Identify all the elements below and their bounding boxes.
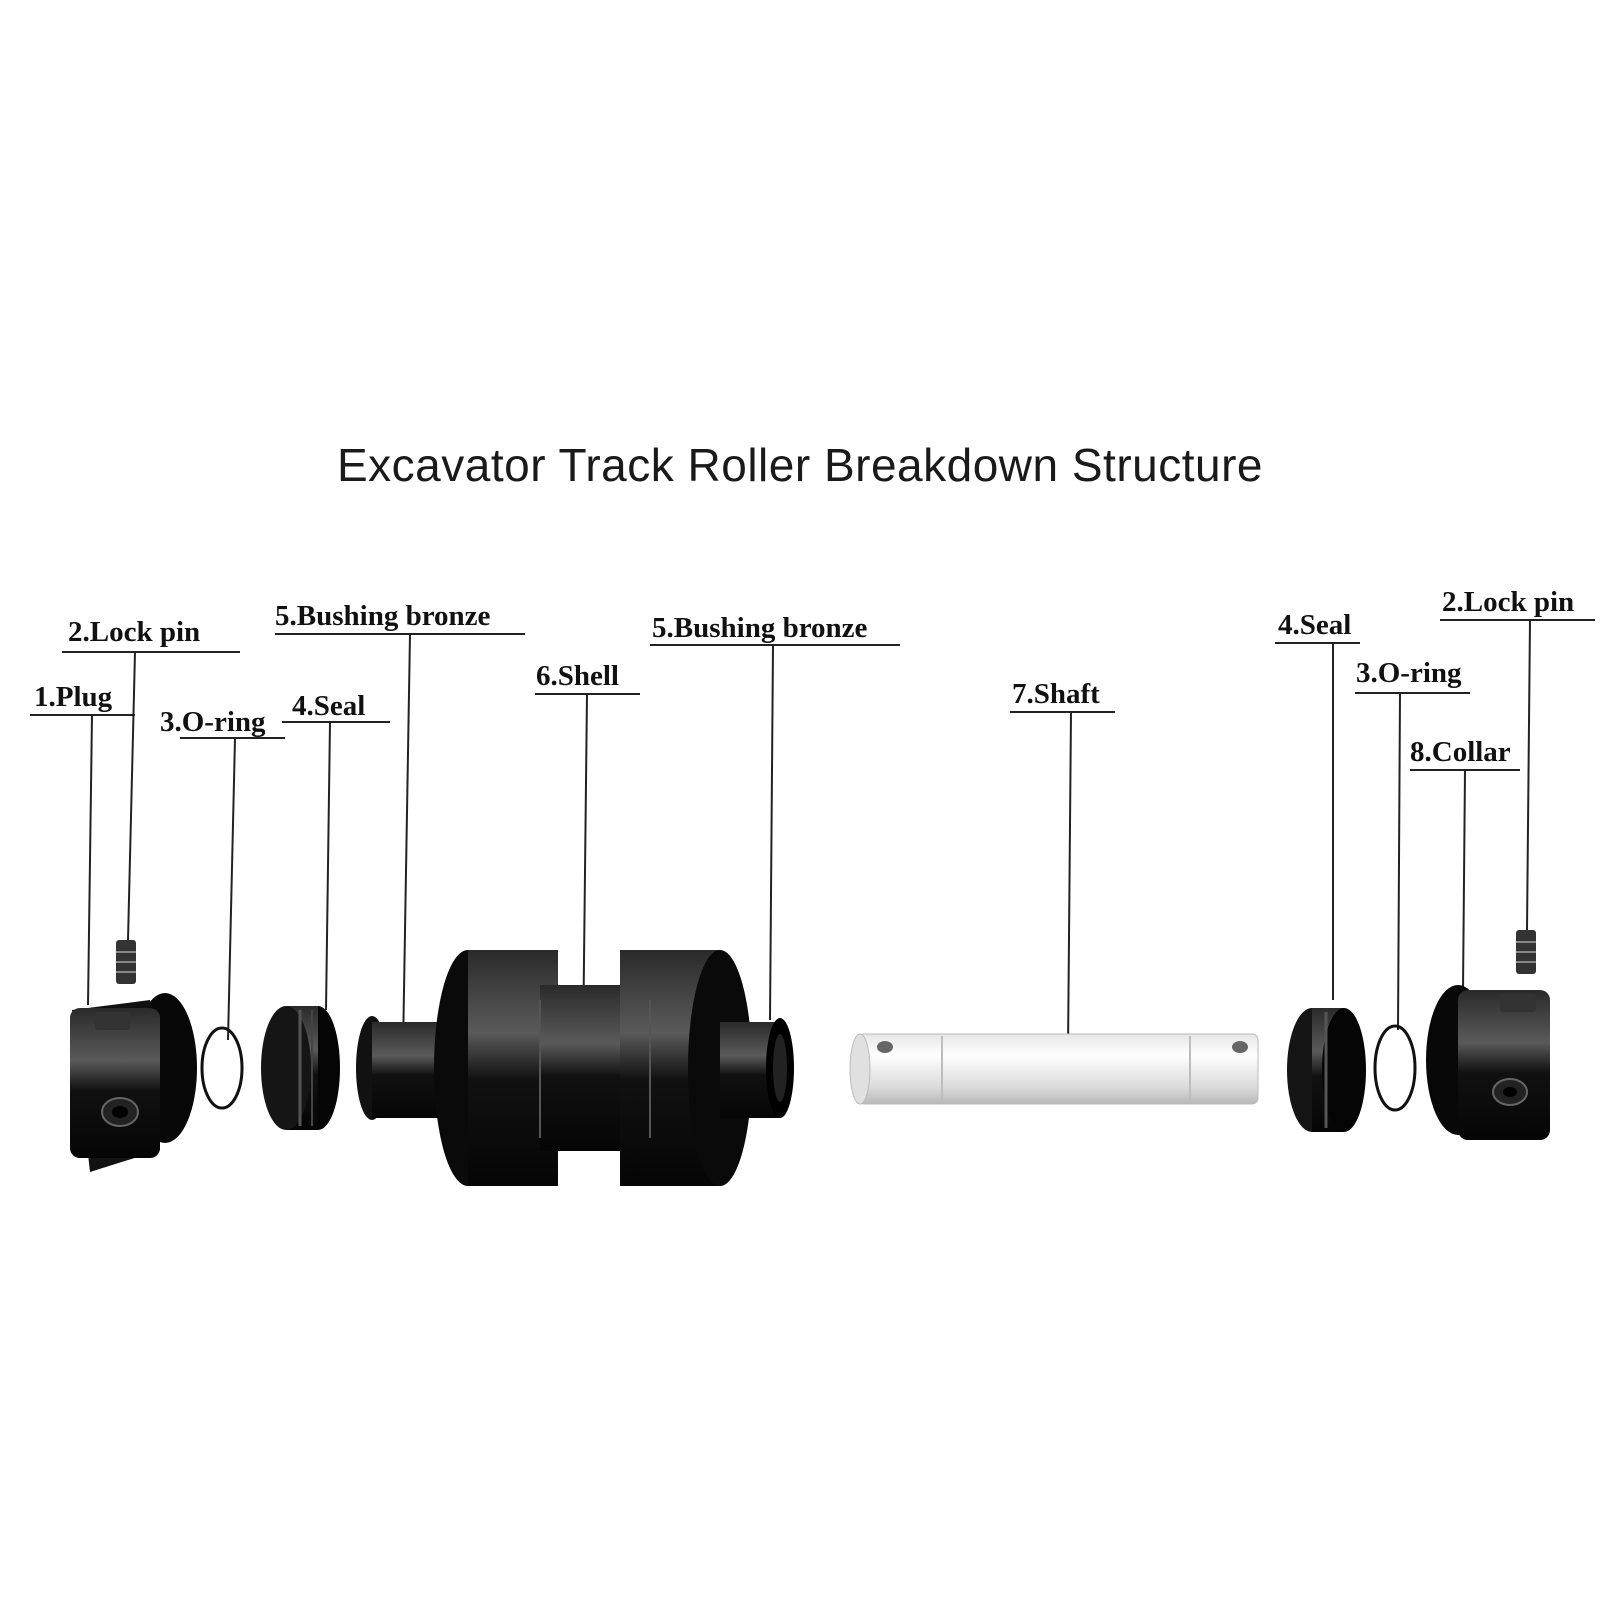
label-seal-left: 4.Seal — [292, 690, 366, 722]
label-shaft: 7.Shaft — [1012, 678, 1100, 710]
label-collar: 8.Collar — [1410, 736, 1511, 768]
leader-lines — [30, 619, 1595, 1051]
label-plug: 1.Plug — [34, 681, 113, 713]
label-bushing-right: 5.Bushing bronze — [652, 612, 868, 644]
shaft-part — [849, 1033, 1259, 1105]
label-lock-pin-left: 2.Lock pin — [68, 616, 201, 648]
oring-left-part — [200, 1026, 244, 1110]
shell-part — [356, 950, 794, 1186]
label-oring-left: 3.O-ring — [160, 706, 266, 738]
collar-part — [1426, 985, 1550, 1140]
diagram-title: Excavator Track Roller Breakdown Structu… — [336, 439, 1264, 491]
label-seal-right: 4.Seal — [1278, 609, 1352, 641]
lock-pin-left — [116, 940, 136, 984]
seal-right-part — [1287, 1008, 1366, 1132]
label-oring-right: 3.O-ring — [1356, 657, 1462, 689]
lock-pin-right — [1516, 930, 1536, 974]
label-shell: 6.Shell — [536, 660, 619, 692]
plug-part — [70, 993, 197, 1172]
oring-right-part — [1373, 1024, 1417, 1112]
label-lock-pin-right: 2.Lock pin — [1442, 586, 1575, 618]
seal-left-part — [261, 1006, 340, 1130]
label-bushing-left: 5.Bushing bronze — [275, 600, 491, 632]
